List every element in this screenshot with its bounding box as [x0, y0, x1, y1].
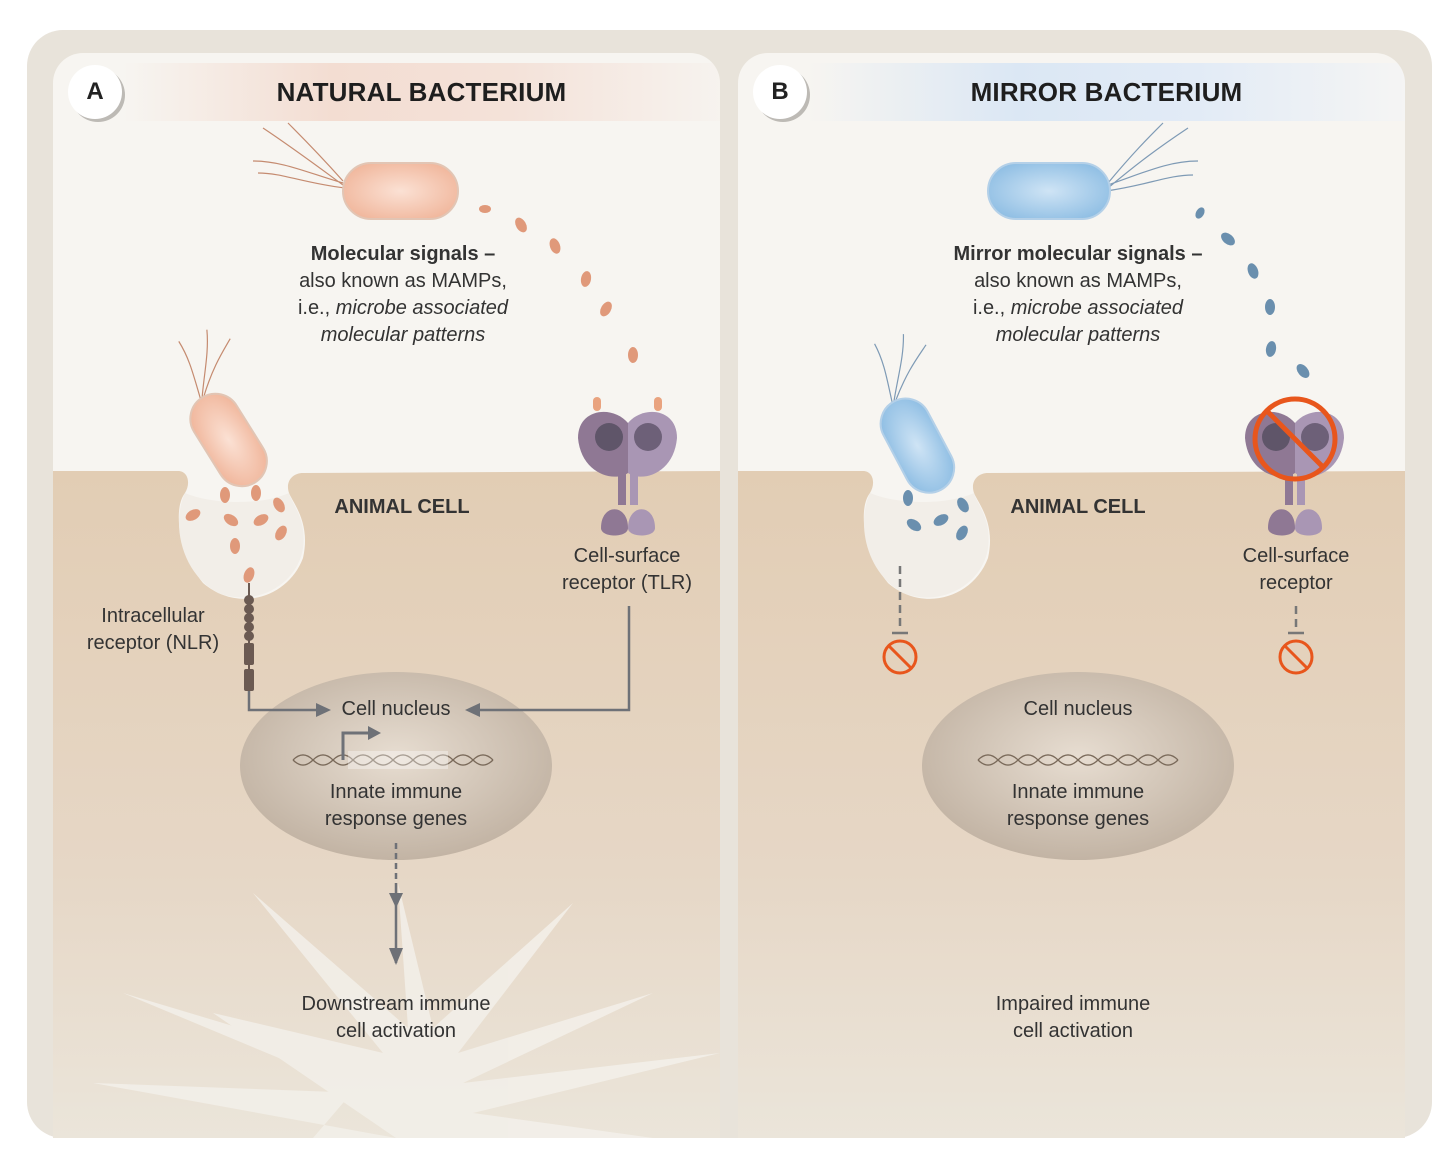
blocked-icon: [1278, 639, 1314, 675]
panel-b-title: MIRROR BACTERIUM: [970, 77, 1243, 107]
tlr-signal-arrow: [478, 606, 631, 712]
blocked-icon: [882, 639, 918, 675]
internalized-signals: [185, 485, 287, 583]
mirror-bacterium-top: [987, 122, 1199, 220]
animal-cell-label: ANIMAL CELL: [1010, 496, 1146, 518]
panel-b-illustration: [738, 122, 1405, 1138]
dna-icon: [292, 754, 494, 766]
mirror-signals-caption: Mirror molecular signals – also known as…: [953, 243, 1203, 346]
tlr-receptor-icon: [578, 397, 677, 536]
cell-nucleus: [240, 672, 552, 860]
panel-b-header-band: [808, 63, 1405, 121]
outcome-label: Downstream immune cell activation: [301, 993, 491, 1042]
panel-b-badge: B: [753, 65, 807, 119]
internalized-mirror-signals: [903, 490, 969, 541]
active-gene-highlight: [348, 751, 448, 769]
blocked-receptor-icon: [1252, 396, 1338, 482]
intracellular-receptor-label: Intracellular receptor (NLR): [86, 605, 220, 654]
mirror-bacterium-entering: [874, 334, 956, 494]
panel-a-illustration: [53, 122, 720, 1138]
cell-nucleus: [922, 672, 1234, 860]
panel-a-header-band: [123, 63, 720, 121]
endosome: [863, 493, 989, 598]
endosome: [178, 493, 304, 598]
panel-natural-bacterium: A NATURAL BACTERIUM Molecular signals – …: [53, 53, 720, 1138]
panel-mirror-bacterium: B MIRROR BACTERIUM Mirror molecular sign…: [738, 53, 1405, 1138]
nlr-signal-arrow: [247, 691, 318, 712]
panel-a-title: NATURAL BACTERIUM: [276, 77, 567, 107]
outcome-label: Impaired immune cell activation: [995, 993, 1151, 1042]
molecular-signal-arc: [479, 205, 638, 363]
natural-bacterium-entering: [178, 329, 268, 488]
panel-a-badge: A: [68, 65, 122, 119]
cell-nucleus-label: Cell nucleus: [341, 698, 451, 720]
transcription-arrow-icon: [341, 731, 368, 760]
immune-genes-label: Innate immune response genes: [1006, 781, 1150, 830]
immune-genes-label: Innate immune response genes: [324, 781, 468, 830]
natural-bacterium-top: [252, 122, 459, 220]
cell-surface-receptor-label: Cell-surface receptor (TLR): [561, 545, 693, 594]
animal-cell-label: ANIMAL CELL: [334, 496, 470, 518]
nlr-receptor-icon: [244, 583, 254, 711]
dna-icon: [977, 754, 1179, 766]
activation-burst-icon: [93, 883, 720, 1138]
cell-nucleus-label: Cell nucleus: [1023, 698, 1133, 720]
molecular-signals-caption: Molecular signals – also known as MAMPs,…: [297, 243, 509, 346]
cell-surface-receptor-label: Cell-surface receptor: [1242, 545, 1350, 594]
mirror-signal-arc: [1195, 207, 1310, 378]
